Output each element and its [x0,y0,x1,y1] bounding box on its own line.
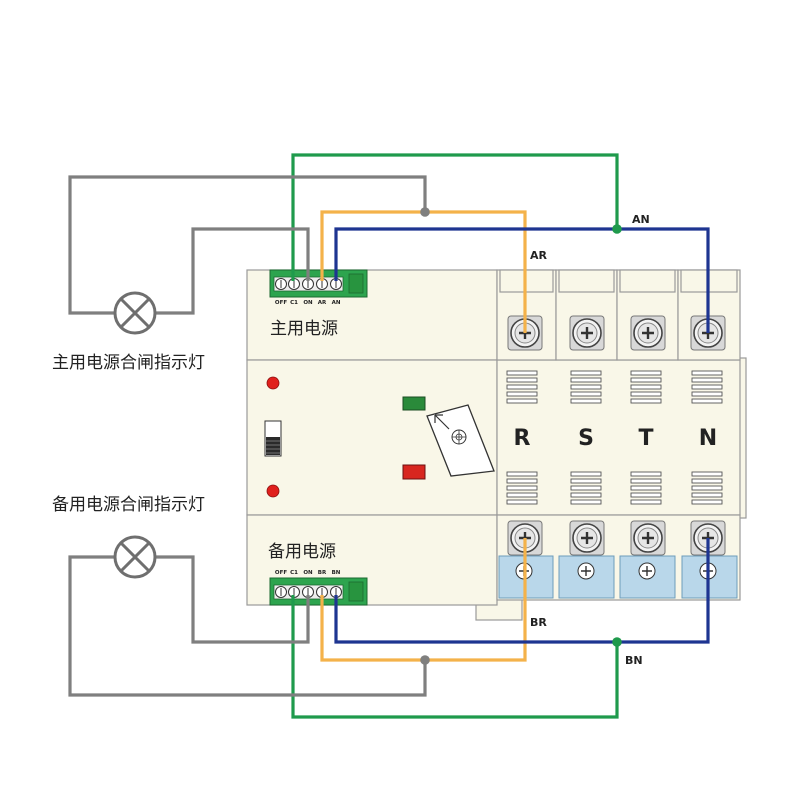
top-control-terminal-block [269,269,368,298]
wire-gray-top-inner [155,227,310,315]
terminal-label-off: OFF [275,570,287,576]
rotary-handle-icon [426,404,495,477]
terminal-label-br: BR [318,570,327,576]
junction-dot-gray-bottom [420,655,430,665]
screw-icon [569,520,605,556]
wire-label-br: BR [530,616,547,629]
terminal-label-bn: BN [332,570,341,576]
wire-blue-top [334,227,710,333]
wire-label-an: AN [632,213,650,226]
terminal-label-off: OFF [275,300,287,306]
wire-gray-top-outer [68,175,427,315]
terminal-label-ar: AR [318,300,327,306]
terminal-label-an: AN [332,300,341,306]
on-indicator-green [402,396,426,411]
wire-gray-bottom-outer [68,555,427,697]
pole-label-r: R [514,426,531,451]
wire-green-top [291,153,619,281]
top-wiring [68,153,710,333]
screw-icon [630,315,666,351]
junction-dot-green-bottom [612,637,622,647]
bottom-control-terminal-block [269,577,368,606]
pole-ridge-s [558,269,615,293]
main-lamp-label: 主用电源合闸指示灯 [52,353,205,373]
bottom-wiring [68,538,710,719]
wire-label-bn: BN [625,654,643,667]
wire-label-ar: AR [530,249,548,262]
status-led-bottom [266,484,280,498]
junction-dot-gray-top [420,207,430,217]
control-panel-bottom [246,514,498,606]
status-led-top [266,376,280,390]
pole-label-s: S [578,426,594,451]
vent-grille-top [506,370,723,404]
indicator-lamp-icon [113,291,157,335]
screw-icon [577,562,595,580]
junction-dot-green-top [612,224,622,234]
terminal-label-c1: C1 [290,570,298,576]
terminal-label-c1: C1 [290,300,298,306]
indicator-lamp-icon [113,535,157,579]
on-indicator-red [402,464,426,480]
backup-lamp-label: 备用电源合闸指示灯 [52,495,205,515]
vent-grille-bottom [506,471,723,505]
screw-icon [630,520,666,556]
wire-green-bottom [291,595,619,719]
terminal-label-on: ON [303,300,313,306]
screw-icon [569,315,605,351]
mode-switch [264,420,282,457]
backup-source-label: 备用电源 [268,542,336,562]
transfer-switch: R S T N [246,269,747,621]
pole-ridge-t [619,269,676,293]
screw-icon [638,562,656,580]
wire-blue-bottom [334,538,710,644]
main-source-label: 主用电源 [270,319,338,339]
terminal-label-on: ON [303,570,313,576]
wire-gray-bottom-inner [155,555,310,644]
pole-label-t: T [638,426,653,451]
pole-label-n: N [699,426,717,451]
